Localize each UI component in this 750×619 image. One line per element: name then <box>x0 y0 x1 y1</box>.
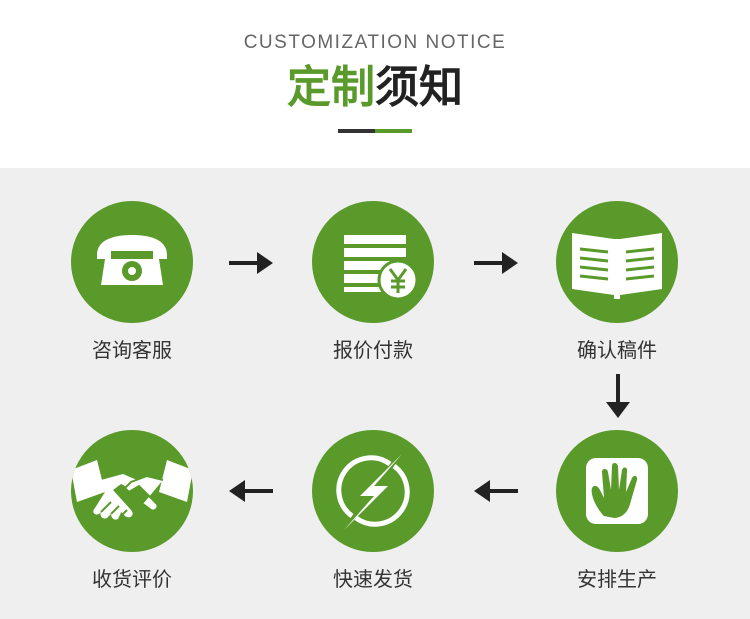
step-label: 报价付款 <box>333 338 413 362</box>
title-part-green: 定制 <box>287 62 375 113</box>
step-consult-circle <box>71 201 193 323</box>
step-label: 收货评价 <box>92 567 172 591</box>
divider-dark-segment <box>338 129 375 133</box>
arrow-right-icon <box>229 252 273 274</box>
step-label: 咨询客服 <box>92 338 172 362</box>
page-title: 定制须知 <box>0 60 750 116</box>
lightning-icon <box>336 454 410 530</box>
step-delivery-circle <box>312 430 434 552</box>
subtitle: CUSTOMIZATION NOTICE <box>243 32 507 53</box>
arrow-down-icon <box>606 374 630 418</box>
header: CUSTOMIZATION NOTICE 定制须知 <box>0 0 750 168</box>
handshake-icon <box>71 460 193 520</box>
step-label: 确认稿件 <box>577 338 657 362</box>
title-divider <box>338 129 412 133</box>
arrow-left-icon <box>229 480 273 502</box>
step-payment-circle <box>312 201 434 323</box>
step-production-circle <box>556 430 678 552</box>
open-book-icon <box>572 233 662 299</box>
divider-green-segment <box>375 129 412 133</box>
step-confirm-circle <box>556 201 678 323</box>
step-label: 安排生产 <box>577 567 657 591</box>
arrow-left-icon <box>474 480 518 502</box>
telephone-icon <box>97 235 167 285</box>
process-panel: 咨询客服 报价付款 <box>0 168 750 619</box>
hand-icon <box>586 458 648 524</box>
title-part-dark: 须知 <box>375 62 463 113</box>
arrow-right-icon <box>474 252 518 274</box>
quote-payment-yuan-icon <box>344 235 419 301</box>
step-review-circle <box>71 430 193 552</box>
step-label: 快速发货 <box>333 567 413 591</box>
